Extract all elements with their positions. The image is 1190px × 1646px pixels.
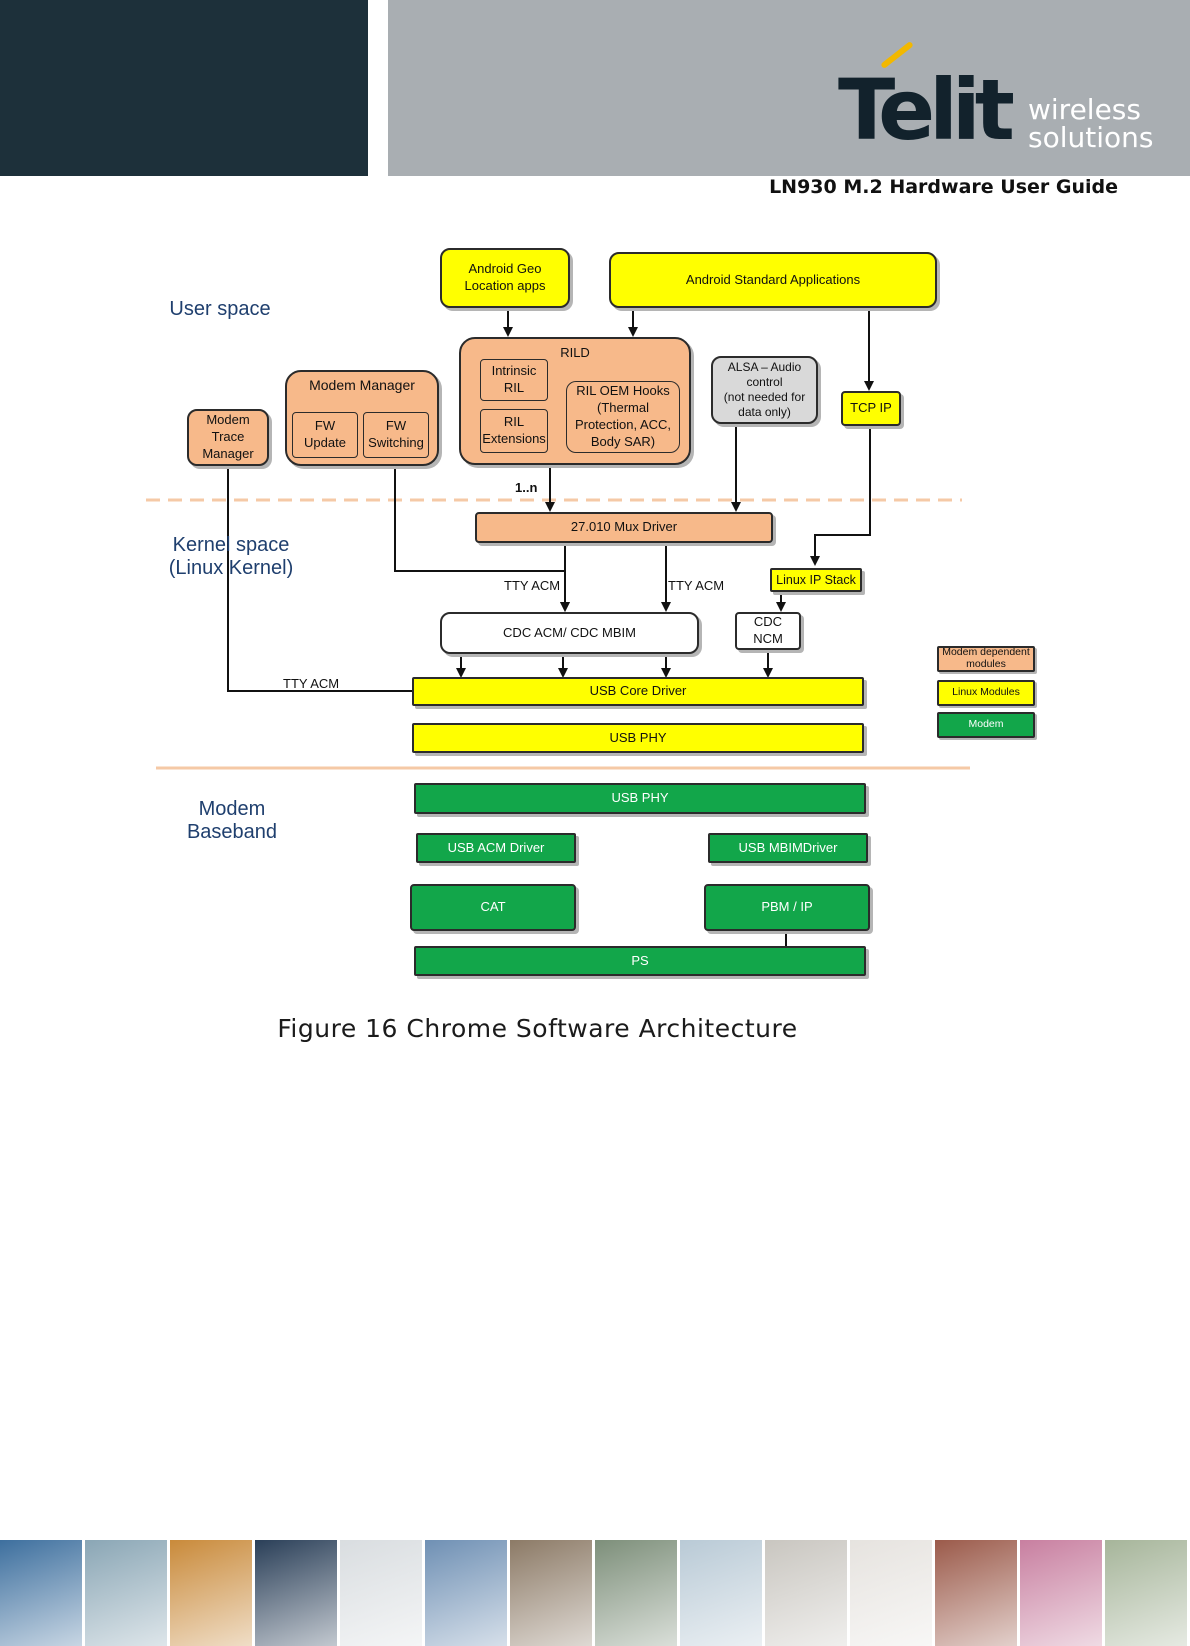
block-ril-oem-hooks: RIL OEM Hooks (Thermal Protection, ACC, … <box>566 381 680 453</box>
figure-caption: Figure 16 Chrome Software Architecture <box>277 1014 798 1043</box>
zone-kernel-space: Kernel space (Linux Kernel) <box>168 534 294 579</box>
connector-tcpip-ipstack <box>810 426 871 566</box>
block-cdc-acm-mbim: CDC ACM/ CDC MBIM <box>440 612 699 654</box>
block-usb-phy-modem: USB PHY <box>414 783 866 814</box>
block-mux-driver: 27.010 Mux Driver <box>475 512 773 543</box>
footer-photo-tile <box>765 1540 850 1646</box>
block-intrinsic-ril: Intrinsic RIL <box>480 359 548 401</box>
block-usb-phy-linux: USB PHY <box>412 723 864 753</box>
logo-tagline-1: wireless <box>1028 93 1141 126</box>
block-modem-trace-manager: Modem Trace Manager <box>187 409 269 466</box>
block-tcp-ip: TCP IP <box>841 391 901 426</box>
footer-photo-tile <box>425 1540 510 1646</box>
footer-photo-tile <box>510 1540 595 1646</box>
footer-photo-tile <box>255 1540 340 1646</box>
footer-photo-tile <box>595 1540 680 1646</box>
zone-modem-baseband: Modem Baseband <box>186 798 278 843</box>
telit-logo: Telit wireless solutions <box>838 40 1168 162</box>
footer-photo-tile <box>170 1540 255 1646</box>
block-usb-acm-driver: USB ACM Driver <box>416 833 576 863</box>
modem-manager-label: Modem Manager <box>309 377 415 393</box>
block-fw-switching: FW Switching <box>363 412 429 458</box>
diagram-connectors <box>146 308 970 946</box>
rild-label: RILD <box>560 345 590 360</box>
block-linux-ip-stack: Linux IP Stack <box>770 568 862 592</box>
legend-modem-dependent: Modem dependent modules <box>937 646 1035 672</box>
legend-linux-modules: Linux Modules <box>937 680 1035 706</box>
label-tty-acm-2: TTY ACM <box>668 578 725 593</box>
label-multiplicity: 1..n <box>515 480 538 495</box>
label-tty-acm-1: TTY ACM <box>504 578 561 593</box>
block-alsa: ALSA – Audio control (not needed for dat… <box>711 356 818 424</box>
footer-photo-tile <box>850 1540 935 1646</box>
label-tty-acm-3: TTY ACM <box>283 676 340 691</box>
block-ps: PS <box>414 946 866 976</box>
footer-photo-tile <box>0 1540 85 1646</box>
footer-photo-tile <box>680 1540 765 1646</box>
block-cat: CAT <box>410 884 576 931</box>
block-android-geo: Android Geo Location apps <box>440 248 570 308</box>
block-pbm-ip: PBM / IP <box>704 884 870 931</box>
logo-brand: Telit <box>838 61 1015 159</box>
connector-trace-usbcore <box>227 466 412 692</box>
block-fw-update: FW Update <box>292 412 358 458</box>
block-cdc-ncm: CDC NCM <box>735 612 801 650</box>
header-grey-panel <box>388 0 1190 176</box>
footer-photo-tile <box>340 1540 425 1646</box>
zone-user-space: User space <box>169 298 271 320</box>
header-dark-panel <box>0 0 368 176</box>
footer-photo-tile <box>85 1540 170 1646</box>
block-ril-extensions: RIL Extensions <box>480 409 548 453</box>
block-usb-mbim-driver: USB MBIMDriver <box>708 833 868 863</box>
legend-modem: Modem <box>937 712 1035 738</box>
footer-photo-strip <box>0 1540 1190 1646</box>
footer-photo-tile <box>935 1540 1020 1646</box>
block-usb-core-driver: USB Core Driver <box>412 677 864 706</box>
footer-photo-tile <box>1105 1540 1190 1646</box>
footer-photo-tile <box>1020 1540 1105 1646</box>
block-android-standard: Android Standard Applications <box>609 252 937 308</box>
document-title: LN930 M.2 Hardware User Guide <box>769 176 1118 198</box>
logo-tagline-2: solutions <box>1028 121 1154 154</box>
